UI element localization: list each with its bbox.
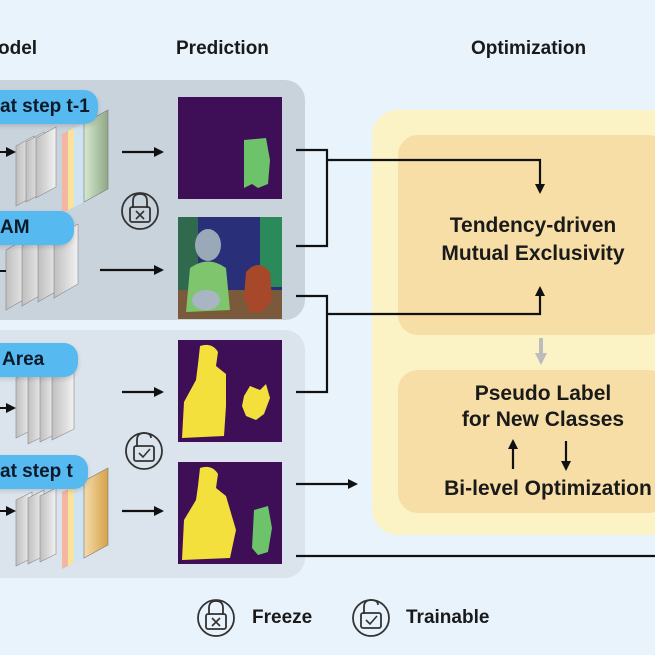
bilevel-optimization-label: Bi-level Optimization — [444, 477, 652, 500]
feature-stack-4 — [15, 467, 109, 569]
optimization-box-2 — [398, 370, 655, 513]
model-tag-old: at step t-1 — [0, 90, 98, 124]
header-prediction: Prediction — [176, 38, 269, 59]
model-tag-old-label: at step t-1 — [0, 96, 90, 117]
model-tag-sam: AM — [0, 211, 74, 245]
legend-lock-open-icon — [352, 599, 390, 637]
legend-lock-closed-icon — [197, 599, 235, 637]
prediction-sam-image — [178, 217, 282, 319]
model-tag-area-label: Area — [2, 349, 45, 370]
pseudo-label-title-line2: for New Classes — [461, 408, 625, 431]
model-tag-new: at step t — [0, 455, 88, 489]
connector-lines — [296, 148, 655, 558]
model-tag-area: Area — [0, 343, 78, 377]
pseudo-label-title-line1: Pseudo Label — [474, 382, 612, 405]
model-tag-sam-label: AM — [0, 217, 30, 238]
legend-trainable-label: Trainable — [406, 607, 490, 628]
prediction-old-mask — [178, 97, 282, 199]
header-model: odel — [0, 38, 38, 59]
feature-stack-1 — [15, 109, 109, 213]
legend-freeze-label: Freeze — [252, 607, 313, 628]
lock-open-icon — [125, 432, 163, 470]
model-tag-new-label: at step t — [0, 461, 73, 482]
prediction-area-mask — [178, 340, 282, 442]
mutual-exclusivity-title-line1: Tendency-driven — [449, 214, 617, 237]
optimization-box-1 — [398, 135, 655, 335]
feature-stack-2 — [5, 223, 79, 311]
mutual-exclusivity-title-line2: Mutual Exclusivity — [441, 242, 625, 265]
feature-stack-3 — [15, 360, 75, 445]
prediction-new-mask — [178, 462, 282, 564]
header-optimization: Optimization — [471, 38, 587, 59]
lock-closed-icon — [121, 192, 159, 230]
